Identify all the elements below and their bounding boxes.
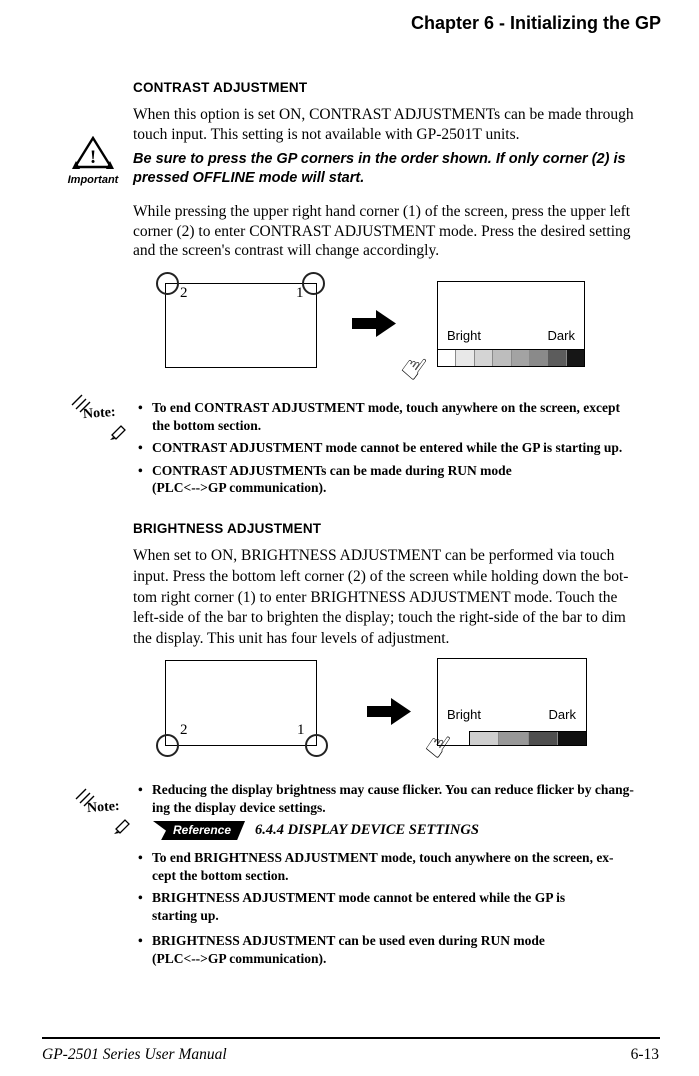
note-hatch-lines — [71, 394, 91, 413]
contrast-level-segment[interactable] — [455, 350, 474, 366]
dark-label: Dark — [547, 328, 575, 343]
chapter-header: Chapter 6 - Initializing the GP — [410, 13, 661, 33]
brightness-section-heading: BRIGHTNESS ADJUSTMENT — [133, 521, 322, 536]
corner-number-2: 2 — [180, 722, 188, 738]
corner-number-1: 1 — [296, 285, 304, 301]
note-item: CONTRAST ADJUSTMENTs can be made during … — [137, 462, 669, 497]
contrast-gradient-bar[interactable] — [437, 349, 585, 367]
note-item: BRIGHTNESS ADJUSTMENT can be used even d… — [137, 932, 677, 967]
contrast-adjust-screen: Bright Dark — [437, 281, 585, 367]
brightness-level-segment[interactable] — [527, 732, 557, 745]
note-item: CONTRAST ADJUSTMENT mode cannot be enter… — [137, 439, 669, 457]
corner-circle-1 — [305, 734, 328, 757]
pen-icon — [114, 819, 130, 834]
corner-circle-1 — [302, 272, 325, 295]
brightness-notes-list: Reducing the display brightness may caus… — [137, 781, 677, 972]
note-item: To end CONTRAST ADJUSTMENT mode, touch a… — [137, 399, 669, 434]
brightness-diagram: 2 1 Bright Dark ☝ — [0, 652, 699, 782]
brightness-adjust-screen: Bright Dark — [437, 658, 587, 746]
contrast-body-paragraph: While pressing the upper right hand corn… — [133, 203, 631, 260]
warning-triangle-icon: ! — [72, 135, 114, 169]
contrast-notes-list: To end CONTRAST ADJUSTMENT mode, touch a… — [137, 399, 669, 502]
reference-tag-label: Reference — [173, 823, 232, 837]
brightness-level-bar[interactable] — [469, 731, 587, 746]
note-label: Note: — [82, 404, 117, 423]
important-icon: ! Important — [62, 135, 124, 186]
bright-label: Bright — [447, 707, 481, 722]
reference-tag[interactable]: Reference — [153, 821, 245, 840]
pointing-hand-icon: ☝ — [394, 344, 434, 389]
corner-number-1: 1 — [297, 722, 305, 738]
contrast-intro-paragraph: When this option is set ON, CONTRAST ADJ… — [133, 106, 634, 143]
note-icon: Note: — [70, 393, 132, 445]
important-label: Important — [67, 174, 119, 186]
important-warning-text: Be sure to press the GP corners in the o… — [133, 151, 626, 186]
brightness-level-segment[interactable] — [470, 732, 499, 745]
pen-icon — [110, 425, 126, 440]
contrast-level-segment[interactable] — [547, 350, 566, 366]
bright-label: Bright — [447, 328, 481, 343]
dark-label: Dark — [548, 707, 576, 722]
reference-row: Reference 6.4.4 DISPLAY DEVICE SETTINGS — [153, 821, 677, 840]
exclamation-mark: ! — [90, 147, 96, 168]
note-item: To end BRIGHTNESS ADJUSTMENT mode, touch… — [137, 849, 677, 884]
corner-number-2: 2 — [180, 285, 188, 301]
note-hatch-lines — [75, 788, 95, 807]
corner-circle-2 — [156, 272, 179, 295]
note-icon: Note: — [74, 787, 136, 839]
contrast-level-segment[interactable] — [438, 350, 456, 366]
contrast-section-heading: CONTRAST ADJUSTMENT — [133, 80, 308, 95]
gp-screen-outline — [165, 283, 317, 368]
brightness-body-paragraph: When set to ON, BRIGHTNESS ADJUSTMENT ca… — [133, 547, 629, 648]
corner-circle-2 — [156, 734, 179, 757]
note-item: BRIGHTNESS ADJUSTMENT mode cannot be ent… — [137, 889, 677, 924]
brightness-level-segment[interactable] — [556, 732, 586, 745]
note-item: Reducing the display brightness may caus… — [137, 781, 677, 816]
footer-rule — [42, 1037, 660, 1039]
contrast-level-segment[interactable] — [510, 350, 529, 366]
note-label: Note: — [86, 798, 121, 817]
gp-screen-outline — [165, 660, 317, 746]
contrast-level-segment[interactable] — [528, 350, 548, 366]
contrast-level-segment[interactable] — [565, 350, 584, 366]
contrast-diagram: 2 1 Bright Dark ☝ — [0, 270, 699, 400]
footer-page-number: 6-13 — [630, 1046, 659, 1063]
footer-manual-title: GP-2501 Series User Manual — [42, 1046, 227, 1063]
right-arrow-icon — [352, 310, 396, 337]
contrast-level-segment[interactable] — [492, 350, 511, 366]
right-arrow-icon — [367, 698, 411, 725]
contrast-level-segment[interactable] — [473, 350, 493, 366]
brightness-level-segment[interactable] — [498, 732, 528, 745]
reference-target-text[interactable]: 6.4.4 DISPLAY DEVICE SETTINGS — [255, 822, 479, 839]
